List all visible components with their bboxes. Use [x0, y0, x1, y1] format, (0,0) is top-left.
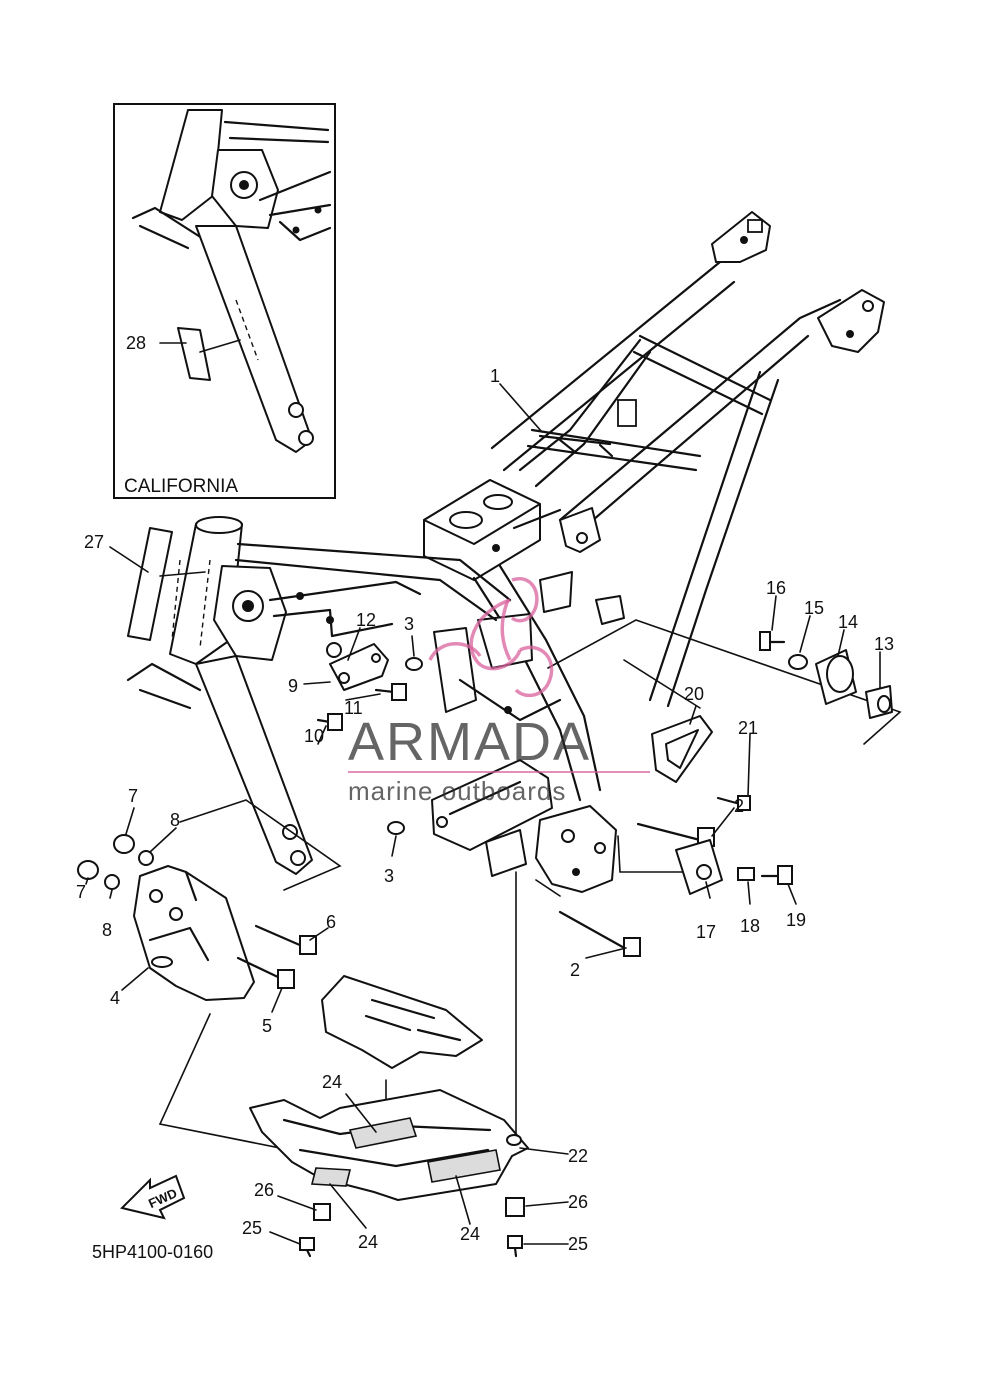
- callout-17: 17: [696, 922, 716, 942]
- callout-6: 6: [326, 912, 336, 932]
- california-inset: 28 CALIFORNIA: [113, 103, 336, 499]
- callout-7-lower: 7: [76, 882, 86, 902]
- callout-13: 13: [874, 634, 894, 654]
- callout-20: 20: [684, 684, 704, 704]
- callout-22: 22: [568, 1146, 588, 1166]
- main-frame: [423, 211, 885, 893]
- callout-3-upper: 3: [404, 614, 414, 634]
- mermaid-logo-icon: [428, 576, 554, 698]
- callout-16: 16: [766, 578, 786, 598]
- fwd-arrow-icon: FWD: [120, 1174, 186, 1220]
- callout-3-lower: 3: [384, 866, 394, 886]
- callout-19: 19: [786, 910, 806, 930]
- callout-21: 21: [738, 718, 758, 738]
- hardware-parts: [77, 631, 893, 1258]
- callout-26-right: 26: [568, 1192, 588, 1212]
- callout-labels: 1 27 12 3 9 11 10 3 16 15 14 13 20 21 2 …: [76, 366, 894, 1262]
- diagram-code: 5HP4100-0160: [92, 1242, 213, 1262]
- assembly-lines: [158, 619, 902, 1171]
- callout-24-top: 24: [322, 1072, 342, 1092]
- callout-18: 18: [740, 916, 760, 936]
- callout-1: 1: [490, 366, 500, 386]
- callout-4: 4: [110, 988, 120, 1008]
- callout-10: 10: [304, 726, 324, 746]
- watermark-tagline: marine outboards: [348, 776, 566, 806]
- callout-14: 14: [838, 612, 858, 632]
- callout-25-left: 25: [242, 1218, 262, 1238]
- callout-26-left: 26: [254, 1180, 274, 1200]
- callout-2-upper: 2: [734, 796, 744, 816]
- callout-12: 12: [356, 610, 376, 630]
- inset-caption: CALIFORNIA: [124, 476, 238, 497]
- callout-28: 28: [126, 333, 146, 353]
- callout-24-left: 24: [358, 1232, 378, 1252]
- leader-lines: [85, 383, 881, 1245]
- callout-5: 5: [262, 1016, 272, 1036]
- watermark: ARMADA marine outboards: [348, 576, 650, 806]
- callout-11: 11: [344, 698, 363, 718]
- callout-8-lower: 8: [102, 920, 112, 940]
- callout-15: 15: [804, 598, 824, 618]
- callout-27: 27: [84, 532, 104, 552]
- callout-7-upper: 7: [128, 786, 138, 806]
- callout-25-right: 25: [568, 1234, 588, 1254]
- callout-2-lower: 2: [570, 960, 580, 980]
- callout-8-upper: 8: [170, 810, 180, 830]
- callout-9: 9: [288, 676, 298, 696]
- head-pipe-frame: [109, 516, 512, 875]
- watermark-brand: ARMADA: [348, 712, 591, 772]
- callout-24-right: 24: [460, 1224, 480, 1244]
